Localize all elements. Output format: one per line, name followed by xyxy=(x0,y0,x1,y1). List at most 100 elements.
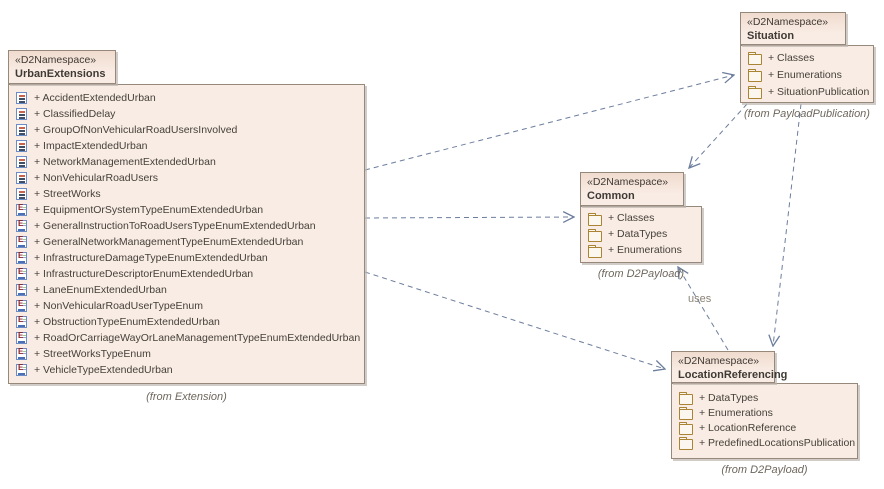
enum-icon xyxy=(16,267,27,280)
package-member-row[interactable]: + Enumerations xyxy=(581,242,701,258)
folder-icon xyxy=(748,69,762,82)
member-label: + InfrastructureDamageTypeEnumExtendedUr… xyxy=(34,252,268,264)
package-tab: «D2Namespace» UrbanExtensions xyxy=(8,50,116,84)
package-member-row[interactable]: + RoadOrCarriageWayOrLaneManagementTypeE… xyxy=(9,330,364,346)
enum-icon xyxy=(16,299,27,312)
package-name: Common xyxy=(587,190,635,202)
member-label: + StreetWorks xyxy=(34,188,101,200)
enum-icon xyxy=(16,203,27,216)
package-member-row[interactable]: + GroupOfNonVehicularRoadUsersInvolved xyxy=(9,122,364,138)
package-member-row[interactable]: + VehicleTypeExtendedUrban xyxy=(9,362,364,378)
member-label: + LaneEnumExtendedUrban xyxy=(34,284,167,296)
member-label: + Classes xyxy=(608,212,655,224)
member-label: + DataTypes xyxy=(699,391,759,404)
member-label: + GeneralNetworkManagementTypeEnumExtend… xyxy=(34,236,304,248)
connector-situation-to-locationreferencing[interactable] xyxy=(773,103,802,346)
member-label: + NonVehicularRoadUserTypeEnum xyxy=(34,300,203,312)
package-member-row[interactable]: + ClassifiedDelay xyxy=(9,106,364,122)
folder-icon xyxy=(748,86,762,99)
package-member-row[interactable]: + GeneralNetworkManagementTypeEnumExtend… xyxy=(9,234,364,250)
member-label: + ImpactExtendedUrban xyxy=(34,140,148,152)
package-member-row[interactable]: + Enumerations xyxy=(741,66,873,83)
connector-locationreferencing-uses-common[interactable] xyxy=(678,267,729,351)
enum-icon xyxy=(16,363,27,376)
package-member-row[interactable]: + StreetWorksTypeEnum xyxy=(9,346,364,362)
enum-icon xyxy=(16,331,27,344)
enum-icon xyxy=(16,235,27,248)
package-body: + DataTypes + Enumerations + LocationRef… xyxy=(671,383,858,459)
folder-icon xyxy=(588,212,602,226)
folder-icon xyxy=(679,422,693,435)
member-label: + ClassifiedDelay xyxy=(34,108,116,120)
package-member-row[interactable]: + SituationPublication xyxy=(741,83,873,100)
connector-situation-to-common[interactable] xyxy=(689,103,748,168)
member-label: + Enumerations xyxy=(768,68,842,81)
package-member-row[interactable]: + GeneralInstructionToRoadUsersTypeEnumE… xyxy=(9,218,364,234)
folder-icon xyxy=(679,437,693,450)
class-icon xyxy=(16,124,27,136)
package-member-row[interactable]: + Classes xyxy=(581,210,701,226)
folder-icon xyxy=(588,228,602,242)
package-member-row[interactable]: + NetworkManagementExtendedUrban xyxy=(9,154,364,170)
member-label: + Enumerations xyxy=(699,406,773,419)
member-label: + GroupOfNonVehicularRoadUsersInvolved xyxy=(34,124,238,136)
package-member-row[interactable]: + StreetWorks xyxy=(9,186,364,202)
member-label: + InfrastructureDescriptorEnumExtendedUr… xyxy=(34,268,254,280)
package-member-row[interactable]: + DataTypes xyxy=(581,226,701,242)
member-label: + Classes xyxy=(768,51,815,64)
package-body: + Classes + DataTypes + Enumerations xyxy=(580,206,702,263)
package-member-row[interactable]: + InfrastructureDescriptorEnumExtendedUr… xyxy=(9,266,364,282)
class-icon xyxy=(16,188,27,200)
member-label: + GeneralInstructionToRoadUsersTypeEnumE… xyxy=(34,220,316,232)
folder-icon xyxy=(679,407,693,420)
member-label: + VehicleTypeExtendedUrban xyxy=(34,364,173,376)
package-member-row[interactable]: + Enumerations xyxy=(672,405,857,420)
member-label: + AccidentExtendedUrban xyxy=(34,92,156,104)
package-member-row[interactable]: + LocationReference xyxy=(672,420,857,435)
folder-icon xyxy=(679,392,693,405)
package-member-row[interactable]: + NonVehicularRoadUserTypeEnum xyxy=(9,298,364,314)
package-caption: (from D2Payload) xyxy=(721,464,808,476)
uses-connector-label: uses xyxy=(688,293,712,305)
package-tab: «D2Namespace» Common xyxy=(580,172,684,206)
package-member-row[interactable]: + Classes xyxy=(741,49,873,66)
member-label: + StreetWorksTypeEnum xyxy=(34,348,151,360)
enum-icon xyxy=(16,219,27,232)
package-member-row[interactable]: + LaneEnumExtendedUrban xyxy=(9,282,364,298)
connector-urban-to-situation[interactable] xyxy=(364,75,734,171)
package-member-row[interactable]: + PredefinedLocationsPublication xyxy=(672,435,857,450)
package-member-row[interactable]: + EquipmentOrSystemTypeEnumExtendedUrban xyxy=(9,202,364,218)
package-member-row[interactable]: + ImpactExtendedUrban xyxy=(9,138,364,154)
package-tab: «D2Namespace» Situation xyxy=(740,12,846,45)
package-member-row[interactable]: + InfrastructureDamageTypeEnumExtendedUr… xyxy=(9,250,364,266)
member-label: + Enumerations xyxy=(608,244,682,256)
package-member-row[interactable]: + DataTypes xyxy=(672,390,857,405)
enum-icon xyxy=(16,251,27,264)
package-caption: (from PayloadPublication) xyxy=(744,108,870,120)
member-label: + DataTypes xyxy=(608,228,668,240)
package-stereotype: «D2Namespace» xyxy=(747,16,829,28)
package-member-row[interactable]: + AccidentExtendedUrban xyxy=(9,90,364,106)
package-name: LocationReferencing xyxy=(678,369,788,381)
connector-urban-to-locationreferencing[interactable] xyxy=(364,271,665,369)
member-label: + RoadOrCarriageWayOrLaneManagementTypeE… xyxy=(34,332,361,344)
folder-icon xyxy=(588,244,602,258)
package-name: UrbanExtensions xyxy=(15,68,106,80)
enum-icon xyxy=(16,315,27,328)
class-icon xyxy=(16,92,27,104)
member-label: + PredefinedLocationsPublication xyxy=(699,436,856,449)
member-label: + SituationPublication xyxy=(768,85,870,98)
connector-urban-to-common[interactable] xyxy=(364,217,574,218)
package-caption: (from D2Payload) xyxy=(597,268,685,280)
package-body: + AccidentExtendedUrban + ClassifiedDela… xyxy=(8,84,365,384)
enum-icon xyxy=(16,347,27,360)
class-icon xyxy=(16,156,27,168)
folder-icon xyxy=(748,52,762,65)
member-label: + EquipmentOrSystemTypeEnumExtendedUrban xyxy=(34,204,264,216)
enum-icon xyxy=(16,283,27,296)
package-member-row[interactable]: + NonVehicularRoadUsers xyxy=(9,170,364,186)
package-member-row[interactable]: + ObstructionTypeEnumExtendedUrban xyxy=(9,314,364,330)
package-stereotype: «D2Namespace» xyxy=(15,54,97,66)
